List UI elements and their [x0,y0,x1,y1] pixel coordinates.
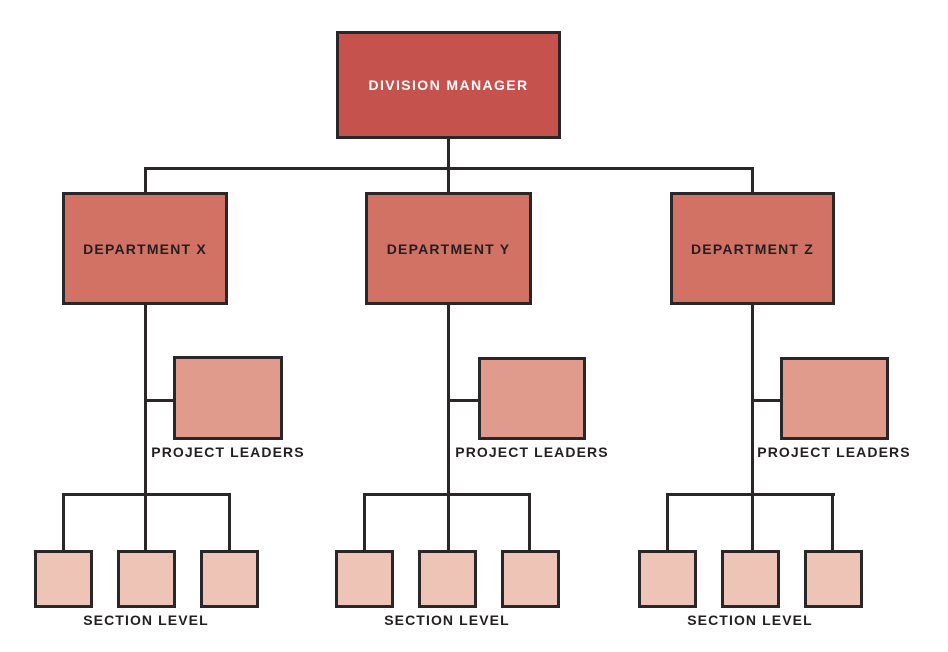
connector-section-bus-y [363,493,531,496]
connector-project-stub-y [447,399,481,402]
connector-section-drop-y1 [363,493,366,550]
project-leaders-box-y [478,357,586,440]
project-leaders-label-y: PROJECT LEADERS [455,444,609,460]
division-manager-label: DIVISION MANAGER [368,77,529,93]
section-box-z1 [638,550,697,608]
section-level-label-x: SECTION LEVEL [83,612,209,628]
section-box-x3 [200,550,259,608]
project-leaders-box-x [173,356,283,440]
connector-section-bus-x [62,493,231,496]
section-box-z2 [721,550,780,608]
project-leaders-label-x: PROJECT LEADERS [151,444,305,460]
connector-project-stub-z [751,399,783,402]
department-x-box: DEPARTMENT X [62,192,228,305]
department-z-label: DEPARTMENT Z [690,240,815,257]
connector-drop-dept-x [144,167,147,194]
connector-section-drop-z3 [831,493,834,550]
section-box-y1 [335,550,394,608]
project-leaders-box-z [780,357,889,440]
connector-drop-dept-y [447,167,450,194]
connector-spine-z [751,305,754,550]
department-x-label: DEPARTMENT X [83,240,207,257]
project-leaders-label-z: PROJECT LEADERS [757,444,911,460]
connector-spine-x [144,305,147,550]
department-z-box: DEPARTMENT Z [670,192,835,305]
connector-section-drop-y3 [528,493,531,550]
connector-project-stub-x [144,399,176,402]
section-level-label-y: SECTION LEVEL [384,612,510,628]
section-level-label-z: SECTION LEVEL [687,612,813,628]
division-manager-box: DIVISION MANAGER [336,31,561,139]
section-box-z3 [804,550,863,608]
section-box-x1 [34,550,93,608]
connector-spine-y [447,305,450,550]
connector-section-bus-z [666,493,835,496]
section-box-x2 [117,550,176,608]
section-box-y3 [501,550,560,608]
connector-drop-dept-z [751,167,754,194]
connector-section-drop-x3 [228,493,231,550]
department-y-label: DEPARTMENT Y [386,240,511,257]
department-y-box: DEPARTMENT Y [365,192,532,305]
connector-section-drop-z1 [666,493,669,550]
connector-section-drop-x1 [62,493,65,550]
section-box-y2 [418,550,477,608]
connector-root-stem [447,139,450,170]
